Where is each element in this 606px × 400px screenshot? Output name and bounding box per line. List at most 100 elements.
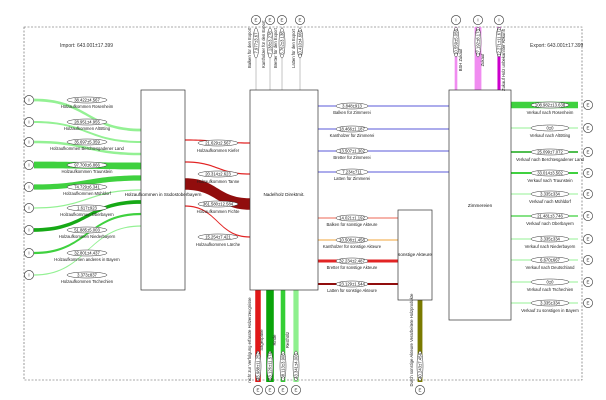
species-value-1-oval [197, 170, 239, 178]
input-value-6-text: 51.885±5.003 [74, 228, 100, 233]
species-label-1: Holzaufkommen Tanne [197, 179, 240, 184]
input-terminal-2-symbol: I [28, 140, 29, 145]
sales-terminal-7-symbol: E [587, 258, 590, 263]
input-value-5-oval [66, 204, 108, 212]
input-value-3-text: 97.700±6.866 [74, 163, 100, 168]
input-value-7-text: 32.801±4.437 [74, 251, 100, 256]
top-right-terminal-0-symbol: I [455, 18, 456, 23]
sonstige-label-2: Bretter für sonstige Akteure [327, 265, 378, 270]
input-flow-5 [34, 189, 141, 209]
sales-value-3-oval [530, 169, 570, 177]
sales-value-4-oval [530, 190, 570, 198]
sales-label-0: Verkauf nach Rosenheim [527, 110, 574, 115]
species-flow-1 [185, 161, 250, 175]
sales-value-7-oval [530, 256, 570, 264]
top-export-label-1: Kantholzer für den Export [261, 20, 266, 68]
top-export-label-0: Balken für den Export [247, 27, 252, 68]
top-right-value-1: 27.192±8.173 [474, 26, 482, 58]
species-value-2-oval [197, 200, 239, 208]
sonstige-value-0-oval [335, 214, 369, 222]
bottom-value-2-text: 38.113±3.908 [281, 353, 286, 379]
sales-value-4: 3.335±334 [530, 190, 570, 198]
input-value-4: 74.729±6.341 [66, 183, 108, 191]
sales-label-7: Verkauf nach Deutschland [526, 265, 576, 270]
input-value-5: 1.617±923 [66, 204, 108, 212]
zimmerei-value-3-oval [335, 168, 369, 176]
input-label-5: Holzaufkommen Oberbayern [60, 212, 114, 217]
input-value-0-text: 38.422±4.567 [74, 98, 100, 103]
bottom-flow-1 [266, 290, 274, 382]
sales-label-1: Verkauf nach Altötting [530, 133, 571, 138]
zimmerei-value-0: 3.848±913 [335, 102, 369, 110]
sales-value-5: 21.481±3.746 [530, 212, 570, 220]
top-right-terminal-1-symbol: I [477, 18, 478, 23]
sales-label-9: Verkauf zu sonstigen in Bayern [521, 308, 579, 313]
top-right-flow-1 [474, 27, 482, 90]
input-value-4-text: 74.729±6.341 [74, 185, 100, 190]
input-value-2: 35.697±5.359 [66, 138, 108, 146]
sales-terminal-8 [583, 277, 593, 287]
sales-value-7: 6.670±667 [530, 256, 570, 264]
input-flow-2 [34, 140, 141, 156]
sales-value-2-text: 25.099±7.072 [537, 150, 563, 155]
sonstige-value-1: 10.508±1.458 [335, 236, 369, 244]
sales-label-8: Verkauf nach Tschechien [527, 287, 574, 292]
top-export-value-0-text: 7.977±3.67 [254, 32, 259, 54]
input-label-8: Holzaufkommen Tschechien [61, 279, 114, 284]
top-right-terminal-1 [473, 15, 483, 25]
input-flow-7 [34, 212, 141, 255]
species-flow-3 [185, 205, 250, 238]
sonstige-value-3: 23.129±1.544 [335, 280, 369, 288]
node-sonstige-label: sonstige Akteure [398, 252, 432, 257]
node-sudost [140, 89, 186, 291]
bottom-flow-4 [417, 300, 423, 382]
sales-value-8-oval [530, 278, 570, 286]
sales-value-1-text: 0±0 [547, 126, 555, 131]
input-value-4-oval [66, 183, 108, 191]
input-terminal-7-symbol: I [28, 251, 29, 256]
input-label-1: Holzaufkommen Altötting [64, 126, 111, 131]
zimmerei-value-2-oval [335, 147, 369, 155]
top-export-label-2: Bretter für den Export [273, 27, 278, 68]
top-right-terminal-2-symbol: I [498, 18, 499, 23]
input-terminal-1 [24, 117, 34, 127]
species-value-0: 21.629±2.567 [197, 139, 239, 147]
top-right-flow-0 [454, 27, 458, 90]
input-terminal-2 [24, 137, 34, 147]
species-value-1: 20.314±2.623 [197, 170, 239, 178]
input-value-2-text: 35.697±5.359 [74, 140, 100, 145]
input-label-7: Holzaufkommen anderes in Bayern [54, 257, 120, 262]
input-label-0: Holzaufkommen Rosenheim [61, 104, 114, 109]
sales-value-0-oval [530, 101, 570, 109]
species-label-0: Holzaufkommen Kiefer [197, 148, 240, 153]
top-export-terminal-0 [251, 15, 261, 25]
bottom-value-3: 43.341±4.006 [292, 350, 300, 382]
bottom-terminal-1 [265, 385, 275, 395]
top-export-label-3: Latten für den Export [291, 28, 296, 68]
bottom-terminal-0-symbol: E [257, 388, 260, 393]
sales-value-5-text: 21.481±3.746 [537, 214, 563, 219]
top-right-label-2: Zukauf Holz unbekannter Abkunft [501, 28, 506, 91]
sales-value-9: 3.335±334 [530, 299, 570, 307]
sales-value-9-oval [530, 299, 570, 307]
input-terminal-6-symbol: I [28, 228, 29, 233]
top-right-terminal-0 [451, 15, 461, 25]
sales-value-3-text: 33.014±3.502 [537, 171, 563, 176]
species-value-1-text: 20.314±2.623 [205, 172, 231, 177]
sales-terminal-6 [583, 234, 593, 244]
species-value-2: 361.580±12.584 [197, 200, 239, 208]
input-value-1-oval [66, 118, 108, 126]
bottom-value-2: 38.113±3.908 [279, 350, 287, 382]
top-right-label-1: Zukauf [480, 53, 485, 67]
sales-terminal-3-symbol: E [587, 171, 590, 176]
node-zimmereien-label: Zimmereien [468, 203, 493, 208]
bottom-terminal-4 [415, 385, 425, 395]
top-right-flow-2 [497, 27, 501, 90]
bottom-terminal-3 [291, 385, 301, 395]
input-value-1: 28.951±4.955 [66, 118, 108, 126]
export-total: Export: 643.001±17.399 [530, 43, 584, 49]
top-export-value-3-text: 10.410±4.666 [298, 30, 303, 56]
sales-terminal-2 [583, 147, 593, 157]
bottom-value-1-text: 63.126±11.574 [268, 352, 273, 380]
